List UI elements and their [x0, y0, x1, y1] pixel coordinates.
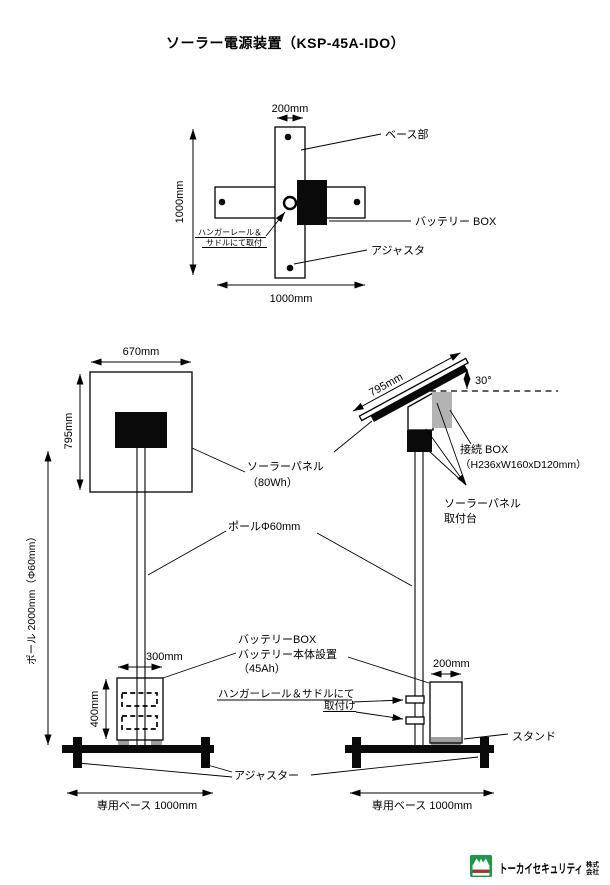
label-battery-box-top: バッテリー BOX	[415, 215, 497, 228]
front-dim-panel-height-label: 795mm	[63, 413, 75, 450]
leader-adjuster-c	[310, 756, 479, 776]
leader-stand	[463, 733, 509, 740]
leader-mount-a	[436, 402, 467, 486]
top-bolt-east	[353, 198, 361, 206]
label-base-part: ベース部	[385, 127, 428, 141]
hanger-note-top-line2: サドルにて取付	[206, 238, 262, 248]
label-battery-line3: （45Ah）	[238, 662, 286, 675]
logo-crest-band	[472, 865, 490, 870]
leader-adjuster-b	[203, 763, 233, 773]
leader-adjuster-top	[293, 249, 368, 265]
front-junction-box	[115, 412, 167, 448]
drawing-title: ソーラー電源装置（KSP-45A-IDO）	[166, 35, 405, 51]
logo-crest-red-stripe	[472, 870, 490, 873]
hanger-note-front-line2: 取付け	[324, 699, 356, 712]
front-view: 670mm 795mm ポール 2000mm（Φ60mm） ソーラーパネル （8…	[26, 346, 479, 812]
logo-crest-bottom	[472, 873, 490, 876]
front-battery-box	[116, 677, 164, 741]
logo-suffix-top: 株式	[586, 860, 600, 869]
front-battery-foot-left	[118, 740, 129, 746]
leader-solar-panel-left	[191, 447, 246, 473]
label-battery-line2: バッテリー本体設置	[238, 647, 337, 661]
label-battery-line1: バッテリーBOX	[238, 633, 317, 646]
front-dim-battery-height-label: 400mm	[89, 691, 101, 728]
side-battery-box	[429, 681, 463, 744]
leader-mount-b	[425, 428, 467, 486]
side-hanger-clamp-upper	[405, 695, 425, 704]
leader-solar-panel-right	[333, 420, 373, 453]
leader-battery-right	[347, 656, 430, 684]
top-pole-clamp-circle	[282, 195, 298, 211]
hanger-note-front-line1: ハンガーレール＆サドルにて	[218, 688, 355, 700]
hanger-arrow-lower	[355, 711, 404, 721]
side-mount-base-box	[407, 430, 432, 452]
label-adjuster-front: アジャスター	[234, 769, 299, 782]
front-battery-foot-right	[151, 740, 162, 746]
label-pole: ポールΦ60mm	[228, 520, 300, 533]
side-dim-panel-arrow	[352, 352, 461, 412]
leader-pole-left	[147, 530, 227, 576]
company-logo: トーカイセキュリティ 株式 会社	[470, 855, 600, 877]
top-bolt-south	[286, 264, 294, 272]
side-junction-box	[432, 392, 452, 428]
hanger-note-top-arrow	[265, 211, 286, 237]
side-base-bar	[345, 745, 494, 753]
front-dim-pole-label: ポール 2000mm（Φ60mm）	[26, 531, 38, 665]
label-stand: スタンド	[512, 730, 556, 743]
leader-battery-left	[162, 652, 237, 679]
label-solar-panel-line2: （80Wh）	[247, 476, 298, 489]
leader-base-part	[300, 133, 382, 151]
label-mount-line1: ソーラーパネル	[444, 497, 521, 510]
front-dim-base-label: 専用ベース 1000mm	[97, 799, 197, 812]
label-junction-line1: 接続 BOX	[460, 442, 509, 456]
side-mount-rail	[370, 364, 468, 422]
top-battery-box	[297, 180, 327, 225]
front-battery-cell-upper	[121, 692, 158, 707]
side-angle-label: 30°	[475, 375, 492, 387]
hanger-arrow-upper	[351, 696, 404, 704]
front-dim-battery-width-label: 300mm	[146, 651, 183, 663]
side-dim-base-label: 専用ベース 1000mm	[372, 799, 472, 812]
top-dim-width-label: 1000mm	[270, 293, 313, 305]
top-dim-height-label: 1000mm	[174, 181, 186, 224]
logo-crest-top	[472, 858, 490, 866]
front-base-bar	[62, 745, 214, 753]
front-battery-cell-lower	[121, 715, 158, 730]
label-adjuster-top: アジャスタ	[371, 244, 425, 257]
side-dim-battery-width-label: 200mm	[433, 658, 470, 670]
leader-mount-c	[428, 450, 467, 486]
side-hanger-clamp-lower	[405, 716, 425, 725]
label-solar-panel-line1: ソーラーパネル	[247, 460, 324, 473]
logo-suffix-bottom: 会社	[586, 867, 600, 876]
side-solar-panel	[358, 357, 469, 422]
hanger-note-top-line1: ハンガーレール＆	[198, 227, 262, 237]
label-mount-line2: 取付台	[444, 511, 477, 525]
top-dim-200mm-label: 200mm	[272, 103, 309, 115]
leader-junction-box	[449, 409, 472, 445]
leader-pole-right	[316, 532, 413, 587]
front-dim-panel-width-label: 670mm	[123, 346, 160, 358]
top-bolt-north	[284, 133, 292, 141]
top-bolt-west	[218, 198, 226, 206]
label-junction-line2: （H236xW160xD120mm）	[460, 459, 587, 471]
side-stand	[431, 737, 461, 745]
top-view: 200mm 1000mm 1000mm ベース部 バッテリー BOX アジャスタ…	[174, 103, 497, 305]
leader-adjuster-a	[77, 762, 233, 778]
logo-company-name: トーカイセキュリティ	[499, 862, 583, 876]
side-mount-bracket	[407, 391, 434, 431]
side-view: 795mm 30° 接続 BOX （H236xW160xD120mm） ソーラー…	[345, 352, 587, 812]
